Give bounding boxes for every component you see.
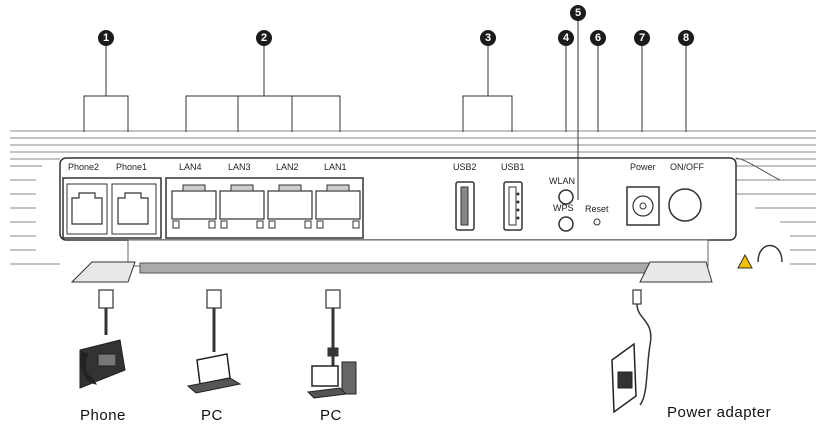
caption-pc-laptop: PC [201, 407, 223, 424]
housing-stripes [10, 130, 816, 265]
label-wlan: WLAN [549, 176, 576, 186]
base-groove [139, 262, 701, 274]
label-onoff: ON/OFF [670, 162, 704, 172]
callout-8: 8 [678, 30, 694, 46]
label-usb1: USB1 [501, 162, 525, 172]
callout-2: 2 [256, 30, 272, 46]
label-reset: Reset [585, 204, 609, 214]
wall-socket-adapter-icon [611, 342, 637, 414]
callout-5: 5 [570, 5, 586, 21]
laser-warning-icon [737, 253, 753, 269]
label-phone1: Phone1 [116, 162, 148, 172]
callout-leaders [83, 20, 687, 200]
panel-lower-body [127, 239, 709, 267]
security-slot [757, 244, 783, 263]
callout-7: 7 [634, 30, 650, 46]
label-lan2: LAN2 [276, 162, 299, 172]
laptop-pc-icon [186, 353, 242, 394]
label-lan4: LAN4 [179, 162, 202, 172]
right-foot [639, 261, 713, 283]
label-usb2: USB2 [453, 162, 477, 172]
phone-icon [79, 339, 126, 389]
phone-ports [62, 177, 162, 239]
callout-1: 1 [98, 30, 114, 46]
callout-4: 4 [558, 30, 574, 46]
cables [98, 289, 652, 406]
label-wps: WPS [553, 203, 574, 213]
callout-3: 3 [480, 30, 496, 46]
lan-ports [165, 177, 364, 239]
callout-6: 6 [590, 30, 606, 46]
caption-pc-desktop: PC [320, 407, 342, 424]
right-housing-curve [735, 157, 781, 181]
caption-phone: Phone [80, 407, 126, 424]
caption-power-adapter: Power adapter [667, 404, 772, 421]
label-power: Power [630, 162, 656, 172]
label-lan1: LAN1 [324, 162, 347, 172]
wlan-wps-reset-buttons [558, 189, 601, 232]
label-lan3: LAN3 [228, 162, 251, 172]
desktop-pc-icon [306, 361, 357, 399]
usb-ports [455, 181, 523, 231]
left-foot [70, 261, 136, 283]
label-phone2: Phone2 [68, 162, 100, 172]
power-jack-and-switch [626, 186, 702, 226]
